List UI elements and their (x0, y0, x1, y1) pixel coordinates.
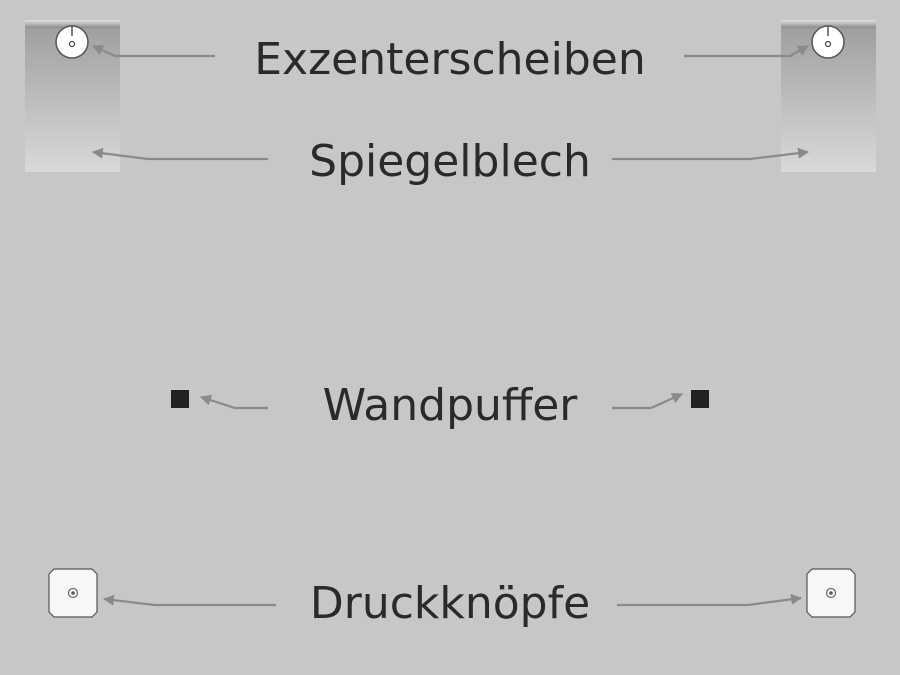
arrow-druck-right (617, 593, 803, 607)
mirror-plate-right (781, 20, 876, 172)
label-druckknoepfe: Druckknöpfe (309, 578, 591, 629)
arrow-spiegel-right (612, 147, 810, 161)
eccentric-disc-left (55, 25, 89, 59)
push-button-right (806, 568, 856, 618)
label-spiegelblech: Spiegelblech (309, 136, 591, 187)
label-exzenterscheiben: Exzenterscheiben (254, 34, 646, 85)
label-wandpuffer: Wandpuffer (322, 380, 578, 431)
arrow-wand-left (199, 394, 268, 410)
arrow-wand-right (612, 392, 684, 410)
push-button-left (48, 568, 98, 618)
wall-buffer-left (171, 390, 189, 408)
arrow-spiegel-left (91, 147, 268, 161)
arrow-exzenter-right (684, 45, 809, 58)
eccentric-disc-right (811, 25, 845, 59)
arrow-exzenter-left (91, 44, 215, 58)
arrow-druck-left (102, 594, 276, 607)
wall-buffer-right (691, 390, 709, 408)
